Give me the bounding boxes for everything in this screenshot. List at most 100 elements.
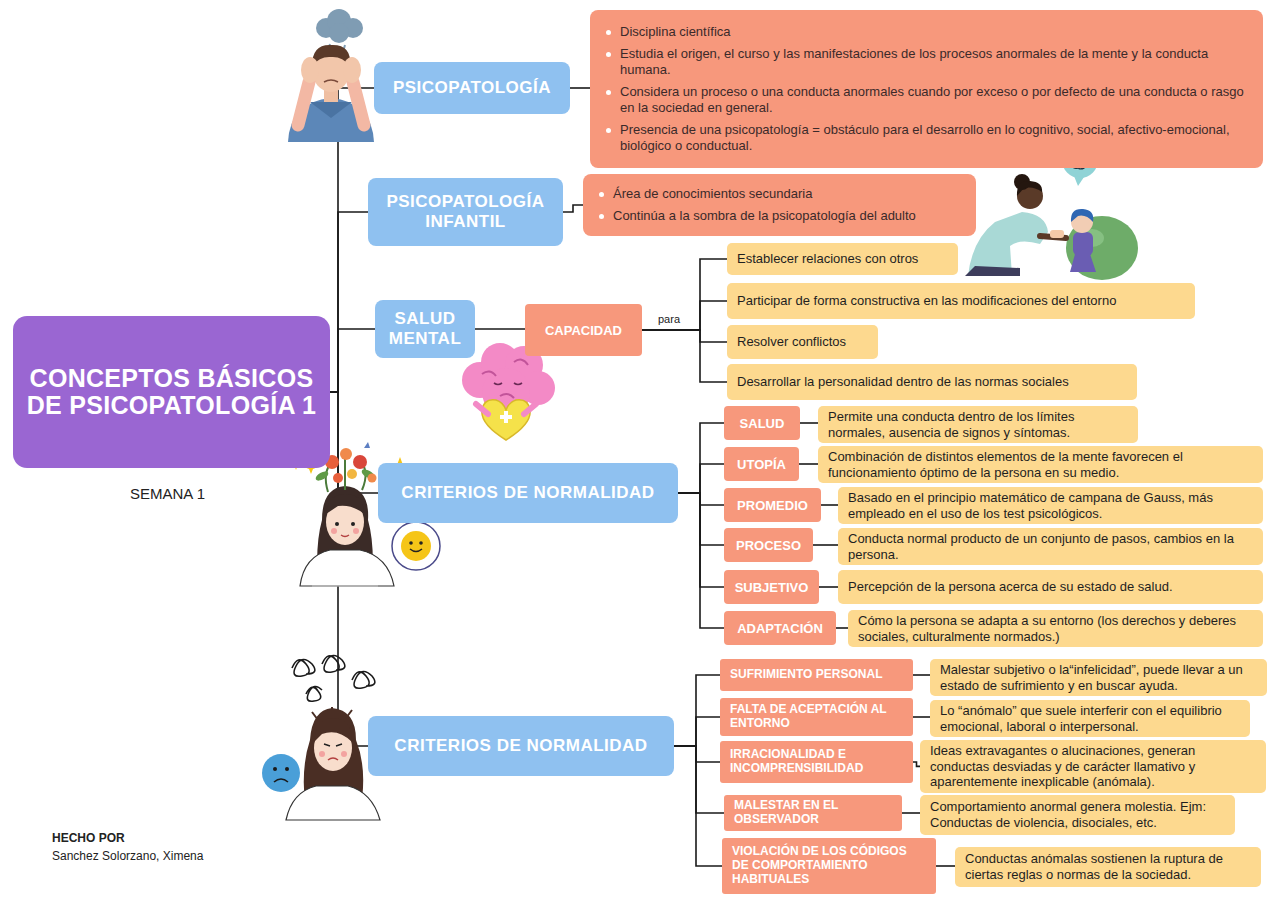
definition-box: Disciplina científicaEstudia el origen, … [590, 10, 1263, 168]
connector-line [674, 746, 720, 762]
brain-heart-icon-part [482, 400, 530, 440]
detail-box: Comportamiento anormal genera molestia. … [920, 795, 1235, 835]
detail-box: Resolver conflictos [727, 325, 878, 359]
connector-line [902, 812, 920, 814]
stressed-woman-figure-part [262, 754, 300, 792]
connector-line [674, 746, 724, 813]
week-label: SEMANA 1 [130, 485, 205, 502]
bullet-item: Presencia de una psicopatología = obstác… [604, 122, 1249, 154]
detail-box: Basado en el principio matemático de cam… [838, 487, 1263, 524]
flower-woman-figure-part [312, 586, 378, 587]
node-text: Considera un proceso o una conducta anor… [620, 84, 1244, 115]
branch-box: PSICOPATOLOGÍA [374, 62, 570, 114]
connector-line [642, 330, 727, 382]
detail-box: Conductas anómalas sostienen la ruptura … [955, 847, 1261, 887]
connector-line [836, 627, 848, 629]
criterion-box: SUFRIMIENTO PERSONAL [720, 659, 913, 691]
connector-line [678, 493, 724, 505]
node-text: PSICOPATOLOGÍA INFANTIL [376, 192, 555, 233]
therapy-scene-part [1071, 209, 1093, 222]
therapy-scene-part [1070, 254, 1096, 272]
connector-line [678, 493, 724, 628]
node-text: Comportamiento anormal genera molestia. … [930, 799, 1225, 830]
stressed-woman-figure-part [314, 718, 352, 742]
flower-woman-figure-part [340, 448, 352, 460]
node-text: Continúa a la sombra de la psicopatologí… [613, 208, 916, 223]
node-text: CRITERIOS DE NORMALIDAD [376, 736, 666, 756]
flower-woman-figure-part [347, 469, 357, 479]
connector-line [570, 87, 590, 89]
connector-line [821, 504, 838, 506]
brain-heart-icon [462, 343, 555, 440]
stressed-woman-figure-part [319, 751, 325, 757]
bullet-item: Estudia el origen, el curso y las manife… [604, 46, 1249, 78]
criterion-box: FALTA DE ACEPTACIÓN AL ENTORNO [720, 698, 913, 736]
bullet-item: Disciplina científica [604, 24, 1249, 40]
stressed-man-figure-part [301, 57, 319, 83]
stressed-woman-figure-part [273, 767, 277, 771]
stressed-man-figure-part [312, 45, 350, 66]
detail-box: Combinación de distintos elementos de la… [818, 446, 1263, 483]
stressed-woman-figure-part [292, 659, 315, 676]
flower-woman-figure-part [335, 522, 339, 526]
stressed-woman-figure-part [285, 767, 289, 771]
node-text: SUFRIMIENTO PERSONAL [730, 668, 903, 682]
connector-line [642, 330, 727, 342]
brain-heart-icon-part [494, 383, 522, 385]
node-text: Basado en el principio matemático de cam… [848, 490, 1253, 521]
bullet-dot [606, 30, 611, 35]
therapy-scene-part [1017, 181, 1042, 196]
flower-woman-figure-part [314, 469, 330, 482]
connector-line [674, 717, 720, 746]
node-text: Estudia el origen, el curso y las manife… [620, 46, 1208, 77]
stressed-man-figure-part [324, 80, 338, 82]
node-text: MALESTAR EN EL OBSERVADOR [734, 799, 892, 827]
stressed-man-figure-part [329, 23, 349, 43]
stressed-woman-figure-part [352, 671, 375, 688]
flower-woman-figure-part [341, 535, 349, 537]
detail-box: Lo “anómalo” que suele interferir con el… [930, 700, 1250, 737]
stressed-man-figure [288, 9, 374, 142]
stressed-woman-figure-part [324, 744, 342, 746]
therapy-scene-part [1073, 232, 1093, 256]
detail-box: Ideas extravagantes o alucinaciones, gen… [920, 740, 1266, 793]
stressed-woman-figure [262, 655, 380, 820]
stressed-woman-figure-part [312, 707, 352, 720]
flower-woman-figure-part [351, 522, 355, 526]
criterion-box: IRRACIONALIDAD E INCOMPRENSIBILIDAD [720, 741, 913, 783]
connector-line [800, 422, 818, 424]
criterion-box: PROCESO [724, 528, 813, 562]
detail-box: Desarrollar la personalidad dentro de la… [727, 364, 1137, 400]
flower-woman-figure-part [368, 474, 377, 483]
bullet-item: Continúa a la sombra de la psicopatologí… [597, 208, 962, 224]
node-text: PSICOPATOLOGÍA [382, 78, 562, 98]
connector-line [674, 675, 720, 746]
node-text: Disciplina científica [620, 24, 731, 39]
brain-heart-icon-part [482, 360, 528, 398]
node-text: VIOLACIÓN DE LOS CÓDIGOS DE COMPORTAMIEN… [732, 845, 926, 886]
author-heading: HECHO POR [52, 831, 125, 845]
detail-box: Malestar subjetivo o la“infelicidad”, pu… [930, 659, 1267, 696]
connector-line [678, 493, 724, 587]
node-text: Área de conocimientos secundaria [613, 186, 812, 201]
flower-woman-figure-part [419, 541, 423, 545]
node-text: FALTA DE ACEPTACIÓN AL ENTORNO [730, 703, 903, 731]
node-text: Conductas anómalas sostienen la ruptura … [965, 851, 1251, 882]
node-text: Cómo la persona se adapta a su entorno (… [858, 613, 1253, 644]
node-text: Desarrollar la personalidad dentro de la… [737, 374, 1127, 390]
criterion-box: VIOLACIÓN DE LOS CÓDIGOS DE COMPORTAMIEN… [722, 838, 936, 894]
node-text: CAPACIDAD [531, 323, 636, 338]
node-text: SALUD MENTAL [383, 309, 467, 350]
stressed-woman-figure-part [341, 751, 347, 757]
criterion-box: SUBJETIVO [724, 570, 819, 604]
node-text: Percepción de la persona acerca de su es… [848, 579, 1253, 595]
criterion-box: MALESTAR EN EL OBSERVADOR [724, 795, 902, 831]
criterion-box: PROMEDIO [724, 488, 821, 522]
branch-box: SALUD MENTAL [375, 300, 475, 358]
title-box: CONCEPTOS BÁSICOS DE PSICOPATOLOGÍA 1 [13, 316, 330, 468]
stressed-woman-figure-part [286, 786, 380, 820]
connector-line [330, 329, 375, 392]
bullet-dot [599, 192, 604, 197]
connector-line [913, 674, 930, 676]
criterion-box: SALUD [724, 406, 800, 440]
